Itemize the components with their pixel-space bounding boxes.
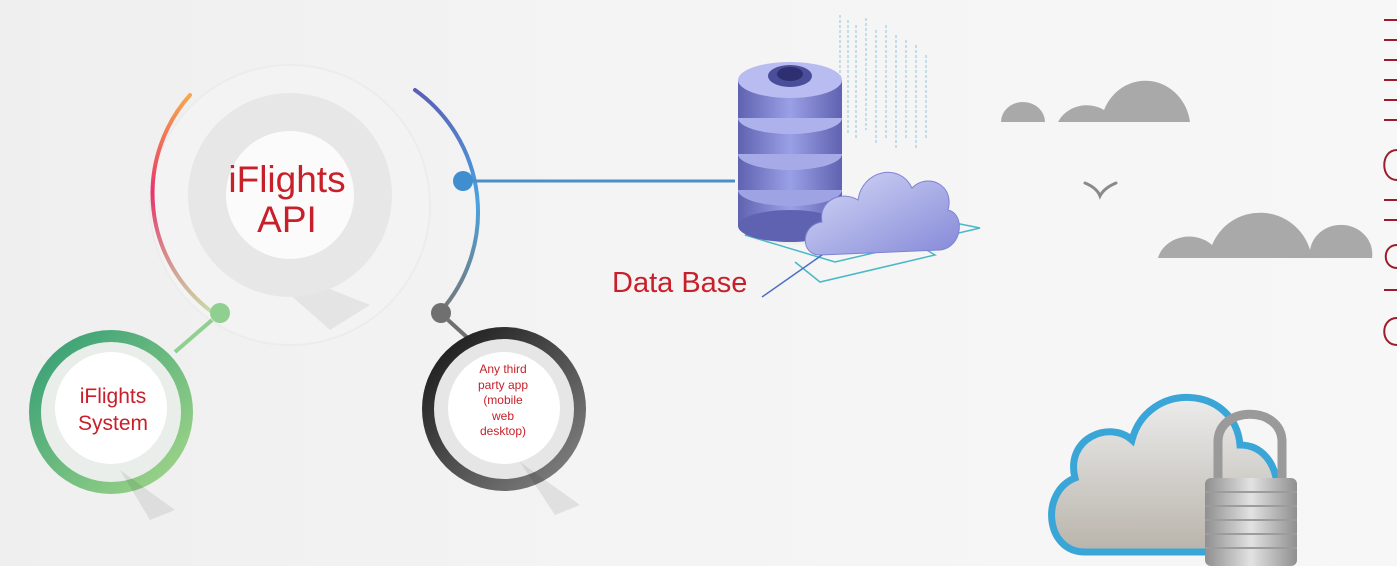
api-to-system-line (173, 318, 214, 354)
cloud-silhouette-icon (1001, 80, 1373, 258)
db-discs (738, 62, 842, 242)
system-node (29, 330, 193, 520)
cloud-lock-icon (1048, 393, 1297, 566)
system-shadow (120, 470, 175, 520)
thirdparty-shadow (520, 462, 580, 515)
database-stack-icon (738, 15, 981, 283)
db-label-leader-line (761, 254, 823, 298)
side-decorative-lettering (1383, 19, 1397, 346)
padlock-shackle (1213, 409, 1287, 480)
thirdparty-inner-disc (448, 352, 560, 464)
api-ring-right-arc (413, 88, 481, 314)
api-thirdparty-connector-node (431, 303, 451, 323)
thirdparty-label: Any third party app (mobile web desktop) (477, 362, 529, 438)
api-label: iFlights API (228, 159, 346, 240)
api-inner-disc (226, 131, 354, 259)
api-hub (149, 64, 481, 346)
padlock-ridges (1205, 491, 1297, 549)
api-db-connector-node (453, 171, 473, 191)
bird-icon (1083, 181, 1118, 200)
db-cloud-icon (804, 171, 960, 256)
database-label: Data Base (612, 267, 748, 299)
system-inner-disc (55, 352, 167, 464)
system-label: iFlights System (77, 385, 148, 435)
api-system-connector-node (210, 303, 230, 323)
thirdparty-node (422, 327, 586, 515)
data-text-columns (839, 15, 927, 150)
api-ring-left-arc (150, 93, 214, 314)
padlock-body (1205, 478, 1297, 566)
